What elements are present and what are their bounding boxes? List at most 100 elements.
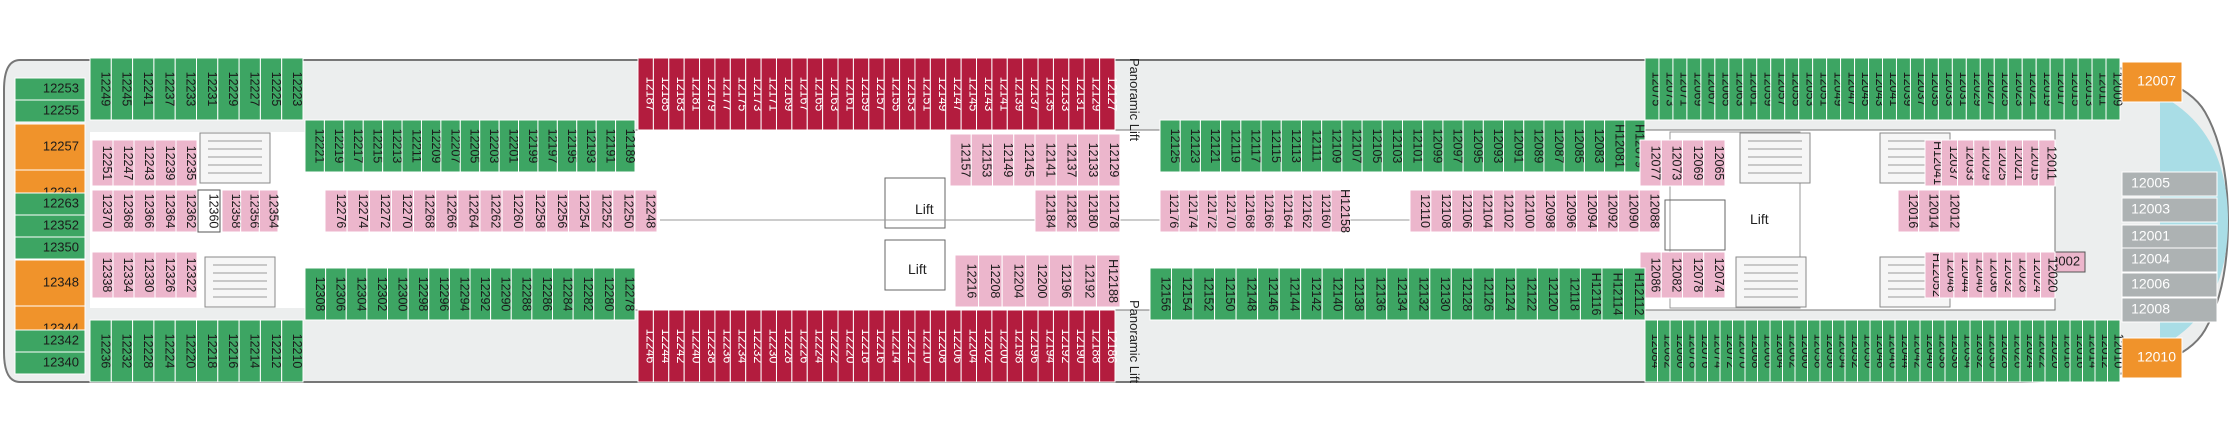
cabin[interactable] — [175, 189, 198, 233]
cabin[interactable] — [2121, 224, 2218, 250]
cabin[interactable] — [2121, 272, 2218, 298]
cabin[interactable] — [613, 267, 636, 321]
cabin[interactable] — [281, 319, 304, 383]
cabin[interactable] — [1622, 267, 1646, 321]
cabin[interactable] — [1099, 309, 1116, 383]
cabin-number: 12011 — [2045, 146, 2059, 180]
cabin-number: 12077 — [1648, 146, 1662, 181]
cabin[interactable] — [2121, 297, 2218, 323]
cabin-number: 12192 — [1082, 264, 1096, 299]
cabin-number: 12174 — [1186, 194, 1200, 229]
cabin-number: 12366 — [142, 194, 156, 229]
cabin[interactable] — [1638, 189, 1661, 233]
cabin[interactable] — [2105, 57, 2121, 121]
cabin-number: 12100 — [1522, 194, 1536, 229]
cabin-number: 12115 — [1269, 129, 1283, 163]
cabin[interactable] — [258, 189, 279, 233]
cabin-number: 12142 — [1309, 277, 1323, 312]
cabin-number: 12184 — [1043, 194, 1057, 229]
cabin[interactable] — [2121, 337, 2183, 379]
lift-shaft — [1664, 199, 1726, 251]
cabin-number: 12284 — [561, 277, 575, 312]
cabin-number: 12272 — [378, 194, 392, 229]
cabin-number: 12118 — [1567, 277, 1581, 311]
cabin-number: 12010 — [2137, 349, 2176, 365]
cabin-number: 12008 — [2131, 301, 2170, 317]
cabin-number: 12009 — [2111, 72, 2125, 107]
cabin-number: 12368 — [121, 194, 135, 229]
cabin-number: 12219 — [332, 129, 346, 164]
cabin-number: 12153 — [980, 143, 994, 178]
cabin[interactable] — [1098, 133, 1121, 187]
cabin[interactable] — [634, 189, 658, 233]
lift-shaft — [884, 239, 946, 291]
cabin-number: 12001 — [2131, 228, 2170, 244]
cabin-number: 12124 — [1503, 277, 1517, 312]
cabin-number: 12127 — [1105, 77, 1119, 112]
cabin-number: 12239 — [163, 146, 177, 181]
cabin[interactable] — [14, 236, 86, 260]
cabin[interactable] — [197, 189, 221, 233]
cabin[interactable] — [615, 119, 636, 173]
cabin[interactable] — [1098, 189, 1121, 233]
cabin[interactable] — [2121, 171, 2218, 197]
cabin-number: 12270 — [400, 194, 414, 229]
cabin[interactable] — [281, 57, 304, 121]
cabin-number: 12078 — [1691, 258, 1705, 293]
cabin-number: 12137 — [1065, 143, 1079, 178]
cabin[interactable] — [14, 351, 86, 375]
cabin-number: 12204 — [1012, 264, 1026, 299]
cabin-number: 12237 — [162, 72, 176, 107]
cabin-number: 12196 — [1059, 264, 1073, 299]
cabin-number: 12216 — [226, 334, 240, 369]
cabin-number: 12166 — [1262, 194, 1276, 229]
cabin[interactable] — [1703, 139, 1726, 187]
cabin-number: 12199 — [526, 129, 540, 164]
cabin-number: 12342 — [43, 332, 79, 347]
cabin-number: 12138 — [1352, 277, 1366, 312]
cabin-number: 12125 — [1168, 129, 1182, 164]
cabin-number: 12201 — [507, 129, 521, 164]
cabin-number: 12085 — [1572, 129, 1586, 164]
cabin[interactable] — [2121, 247, 2218, 273]
cabin-number: 12182 — [1065, 194, 1079, 229]
cabin-number: 12221 — [312, 129, 326, 164]
cabin[interactable] — [2038, 139, 2056, 187]
cabin[interactable] — [1330, 189, 1351, 233]
cabin-number: 12073 — [1670, 146, 1684, 181]
cabin-number: H12081 — [1612, 124, 1626, 168]
cabin[interactable] — [175, 139, 198, 187]
cabin-number: 12200 — [1035, 264, 1049, 299]
cabin[interactable] — [14, 259, 86, 307]
cabin-number: 12113 — [1289, 129, 1303, 163]
cabin-number: 12241 — [141, 72, 155, 107]
cabin-number: 12128 — [1460, 277, 1474, 312]
cabin[interactable] — [2121, 197, 2218, 223]
cabin[interactable] — [2040, 251, 2056, 299]
cabin-number: 12117 — [1249, 129, 1263, 163]
cabin[interactable] — [2107, 319, 2121, 383]
cabin[interactable] — [2121, 61, 2183, 103]
cabin-number: 12356 — [248, 194, 262, 229]
cabin-number: 12294 — [457, 277, 471, 312]
cabin[interactable] — [1938, 189, 1961, 233]
cabin[interactable] — [1099, 57, 1116, 131]
cabin-number: 12352 — [43, 217, 79, 232]
cabin[interactable] — [14, 123, 86, 171]
cabin-number: 12211 — [409, 129, 423, 163]
cabin-number: 12003 — [2131, 201, 2170, 217]
cabin[interactable] — [1095, 254, 1121, 308]
cabin-number: 12123 — [1188, 129, 1202, 164]
cabin-number: 12338 — [100, 258, 114, 293]
cabin-number: 12248 — [644, 194, 658, 229]
cabin-number: 12300 — [396, 277, 410, 312]
cabin[interactable] — [14, 99, 86, 123]
cabin[interactable] — [1703, 251, 1726, 299]
cabin-number: 12292 — [478, 277, 492, 312]
cabin-number: 12263 — [43, 195, 79, 210]
cabin-number: 12247 — [121, 146, 135, 181]
cabin[interactable] — [175, 251, 198, 299]
cabin-number: 12208 — [988, 264, 1002, 299]
